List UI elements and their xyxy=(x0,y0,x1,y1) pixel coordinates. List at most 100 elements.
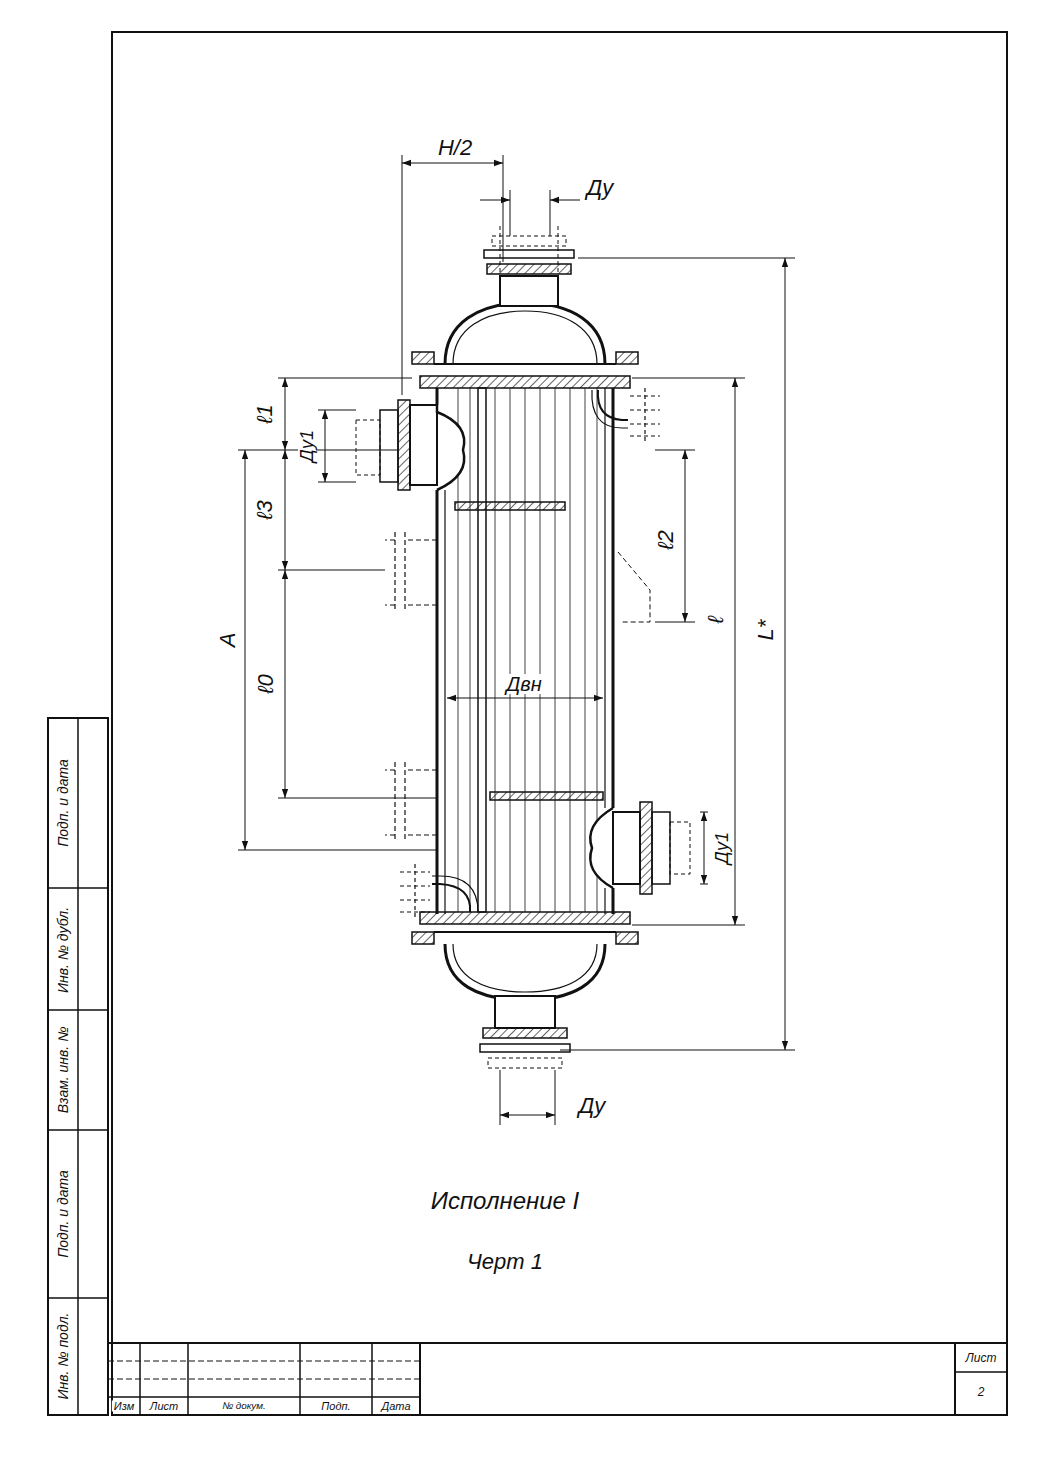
vessel-part xyxy=(618,552,650,622)
dimension-lines-part xyxy=(632,925,745,926)
title-block-cell: Лист xyxy=(964,1352,999,1364)
vessel-part xyxy=(483,1028,567,1038)
vessel-part xyxy=(500,276,558,306)
vessel-part-part xyxy=(400,864,430,918)
vessel-part xyxy=(400,864,430,918)
vessel-part xyxy=(592,390,628,428)
dimension-label: Ду1 xyxy=(713,830,731,866)
vessel-part xyxy=(398,400,410,490)
vessel-part xyxy=(412,932,434,944)
dimension-label: ℓ3 xyxy=(254,498,276,521)
vessel-part xyxy=(488,1058,562,1068)
vessel xyxy=(356,226,690,1068)
vessel-part xyxy=(590,808,613,888)
sheet-frame-part xyxy=(955,1371,1007,1373)
vessel-part xyxy=(652,812,670,884)
vessel-part xyxy=(445,944,605,1000)
vessel-part xyxy=(445,303,605,364)
dimension-label: Двн xyxy=(504,674,544,694)
vessel-part xyxy=(432,876,478,912)
title-block-cell: Лист xyxy=(148,1401,180,1412)
dimension-lines-part xyxy=(402,163,503,164)
vessel-part xyxy=(434,931,616,933)
vessel-part-part xyxy=(585,388,586,912)
vessel-part-part xyxy=(540,388,541,912)
caption-text: Исполнение I xyxy=(429,1189,582,1213)
sheet-frame-part xyxy=(48,1297,108,1299)
vessel-part-part xyxy=(385,532,437,612)
dimension-label: ℓ1 xyxy=(254,402,276,425)
dimension-label: Н/2 xyxy=(436,137,474,159)
vessel-part xyxy=(604,388,605,808)
vessel-part xyxy=(453,944,597,992)
sheet-frame xyxy=(48,32,1007,1415)
dimension-lines-part xyxy=(285,570,286,798)
sheet-frame-part xyxy=(48,887,108,889)
vessel-part-part xyxy=(525,388,526,912)
vessel-part xyxy=(490,792,603,800)
title-block-cell: Подп. xyxy=(319,1401,352,1412)
vessel-part xyxy=(630,388,660,444)
vessel-part xyxy=(420,912,630,924)
vessel-part xyxy=(455,502,565,510)
dimension-lines-part xyxy=(285,450,286,570)
dimension-label: Ду xyxy=(585,177,616,199)
vessel-part xyxy=(613,812,640,884)
dimension-lines-part xyxy=(278,798,437,799)
dimension-lines-part xyxy=(555,1070,556,1125)
vessel-part xyxy=(434,363,616,365)
sheet-frame-part xyxy=(108,1396,420,1398)
dimension-lines-part xyxy=(245,450,246,850)
dimension-lines-part xyxy=(447,698,603,699)
vessel-part xyxy=(484,250,574,258)
vessel-part xyxy=(558,226,559,276)
dimension-lines xyxy=(238,155,795,1125)
dimension-lines-part xyxy=(560,1050,795,1051)
stamp-cell: Подп. и дата xyxy=(56,1168,70,1260)
dimension-lines-part xyxy=(278,378,412,379)
dimension-lines-part xyxy=(655,622,695,623)
dimension-label: L* xyxy=(755,618,777,643)
vessel-part-part xyxy=(495,388,496,912)
vessel-part xyxy=(612,388,615,808)
title-block-cell: Дата xyxy=(379,1401,412,1412)
dimension-label: Ду1 xyxy=(298,428,316,464)
vessel-part xyxy=(616,352,638,364)
title-block-cell: 2 xyxy=(976,1386,987,1398)
vessel-part-part xyxy=(470,388,471,912)
vessel-part xyxy=(356,420,380,475)
dimension-lines-part xyxy=(655,450,695,451)
dimension-label: ℓ2 xyxy=(655,528,677,551)
dimension-lines-part xyxy=(278,570,385,571)
dimension-lines-part xyxy=(402,155,403,395)
sheet-frame-part xyxy=(48,1009,108,1011)
title-block-cell: № докум. xyxy=(222,1401,266,1411)
dimension-lines-part xyxy=(325,410,326,482)
dimension-lines-part xyxy=(632,378,745,379)
dimension-lines-part xyxy=(500,1115,555,1116)
dimension-lines-part xyxy=(550,190,551,236)
title-block-cell: Изм xyxy=(112,1401,136,1412)
vessel-part xyxy=(410,405,437,485)
vessel-part xyxy=(500,226,501,276)
dimension-lines-part xyxy=(685,450,686,622)
dimension-lines-part xyxy=(480,200,510,201)
vessel-part xyxy=(480,1044,570,1052)
sheet-frame-part xyxy=(48,718,108,1415)
dimension-lines-part xyxy=(735,378,736,925)
sheet-frame-part xyxy=(108,1342,1007,1344)
dimension-lines-part xyxy=(785,258,786,1050)
vessel-part xyxy=(612,888,615,914)
dimension-lines-part xyxy=(704,812,705,884)
dimension-lines-part xyxy=(238,850,437,851)
vessel-part xyxy=(458,388,597,912)
stamp-cell: Подп. и дата xyxy=(56,757,70,849)
vessel-part xyxy=(432,884,470,912)
vessel-part xyxy=(604,888,605,914)
dimension-label: А xyxy=(217,631,239,650)
vessel-part xyxy=(640,802,652,894)
dimension-lines-part xyxy=(550,200,580,201)
vessel-part xyxy=(495,996,555,1028)
vessel-part xyxy=(412,352,434,364)
sheet-frame-part xyxy=(139,1343,141,1415)
